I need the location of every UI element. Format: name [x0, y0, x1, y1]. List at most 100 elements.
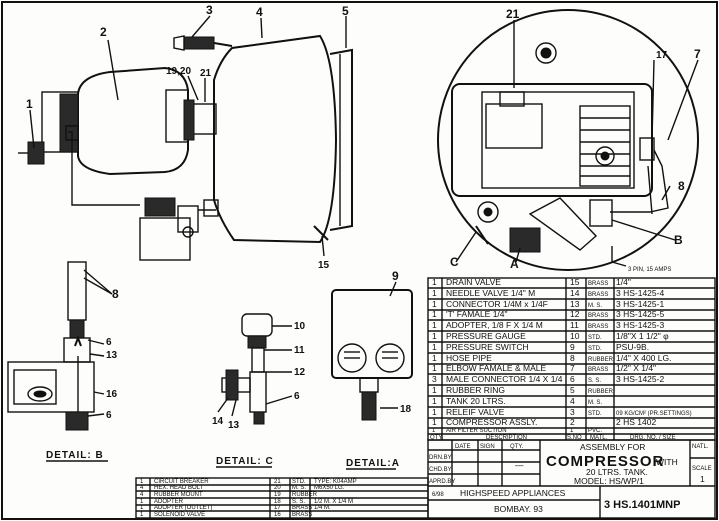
label-a: A: [510, 257, 519, 271]
cell-matl: S. S.: [292, 499, 305, 505]
cell-desc: RELEIF VALVE: [446, 407, 505, 417]
hdr-qty: QTY.: [430, 435, 444, 441]
cell-qty: 1: [432, 299, 437, 309]
cell-desc: ADOPTER, 1/8 F X 1/4 M: [446, 320, 543, 330]
cell-matl: BRASS: [292, 512, 312, 518]
cell-matl: BRASS: [588, 281, 608, 287]
cell-desc: DRAIN VALVE: [446, 277, 501, 287]
cell-qty: 1: [140, 505, 144, 511]
tb-drn-by: DRN.BY: [429, 455, 452, 461]
cell-desc: ADOPTER (OUTLET): [154, 505, 212, 511]
title-block-grid: [427, 439, 716, 519]
cell-sno: 2: [570, 417, 575, 427]
tb-city: BOMBAY. 93: [494, 504, 543, 514]
tb-dash: —: [515, 460, 524, 470]
hdr-sno: S.NO: [567, 435, 582, 441]
cell-drg: 1/4": [616, 277, 631, 287]
cell-matl: RUBBER: [588, 357, 614, 363]
cell-matl: RUBBER: [588, 389, 614, 395]
cell-qty: 1: [432, 363, 437, 373]
cell-qty: 1: [432, 428, 436, 434]
label-9: 9: [392, 269, 399, 283]
cell-qty: 1: [432, 342, 437, 352]
tb-assembly-for: ASSEMBLY FOR: [580, 442, 645, 452]
bottom-fittings: [139, 197, 219, 261]
cell-qty: 1: [432, 353, 437, 363]
label-16: 16: [106, 389, 118, 400]
cell-qty: 1: [432, 331, 437, 341]
cell-sno: 13: [570, 299, 580, 309]
cell-sno: 6: [570, 374, 575, 384]
cell-matl: RUBBER: [292, 492, 318, 498]
cell-drg: 3 HS-1425-1: [616, 299, 664, 309]
tb-drawing-no: 3 HS.1401MNP: [604, 499, 680, 511]
cell-sno: 11: [570, 320, 579, 330]
label-13-detail-c: 13: [228, 420, 240, 431]
cell-qty: 1: [140, 479, 144, 485]
hdr-desc: DESCRIPTION: [486, 435, 527, 441]
label-4: 4: [256, 5, 263, 19]
cell-desc: AIR FILTER SUCTION: [446, 428, 507, 434]
cell-matl: M. S.: [588, 400, 602, 406]
cell-sno: 8: [570, 353, 575, 363]
cell-drg: 1/4" X 400 LG.: [616, 353, 671, 363]
tb-apr-by: APRD.BY: [429, 479, 455, 485]
label-13-detail-b: 13: [106, 350, 118, 361]
tb-sign: SIGN: [480, 444, 495, 450]
cell-drg: 1/2" X 1/4": [616, 363, 656, 373]
cell-desc: ADOPTER: [154, 499, 184, 505]
label-11: 11: [294, 345, 305, 356]
cell-drg: TYPE: K04AMP: [314, 479, 357, 485]
compressor-motor: [41, 66, 217, 176]
drain-valve: [313, 225, 329, 241]
detail-a-drawing: [331, 281, 413, 421]
cell-sno: 5: [570, 385, 575, 395]
cell-matl: STD.: [292, 479, 306, 485]
cell-qty: 1: [432, 396, 437, 406]
label-15: 15: [318, 260, 330, 271]
cell-drg: 2 HS 1402: [616, 417, 656, 427]
label-12: 12: [294, 367, 306, 378]
label-c: C: [450, 255, 459, 269]
cell-sno: 16: [274, 512, 281, 518]
cell-sno: 7: [570, 363, 575, 373]
cell-matl: BRASS: [588, 313, 608, 319]
cell-qty: 1: [432, 407, 437, 417]
cell-drg: 3 HS-1425-4: [616, 288, 664, 298]
cell-desc: ELBOW FAMALE & MALE: [446, 363, 546, 373]
tb-date: DATE: [455, 444, 471, 450]
label-1: 1: [26, 97, 33, 111]
cell-drg: 3 HS-1425-3: [616, 320, 664, 330]
cell-sno: 10: [570, 331, 580, 341]
rubber-ring: [329, 48, 353, 231]
cell-sno: 15: [570, 277, 580, 287]
label-21-main: 21: [200, 68, 212, 79]
cell-matl: PVC.: [588, 428, 602, 434]
leaders-main: [29, 15, 347, 257]
cell-desc: MALE CONNECTOR 1/4 X 1/4: [446, 374, 563, 384]
label-6-detail-c: 6: [294, 391, 300, 402]
cell-matl: STD.: [588, 411, 602, 417]
label-b: B: [674, 233, 683, 247]
relief-valve: [173, 35, 233, 51]
cell-qty: 1: [140, 499, 144, 505]
cell-matl: BRASS: [292, 505, 312, 511]
tb-scale-value: 1: [700, 474, 705, 484]
cell-sno: 1: [570, 428, 574, 434]
cell-sno: 4: [570, 396, 575, 406]
cell-desc: RUBBER MOUNT: [154, 492, 203, 498]
cell-qty: 1: [140, 512, 144, 518]
